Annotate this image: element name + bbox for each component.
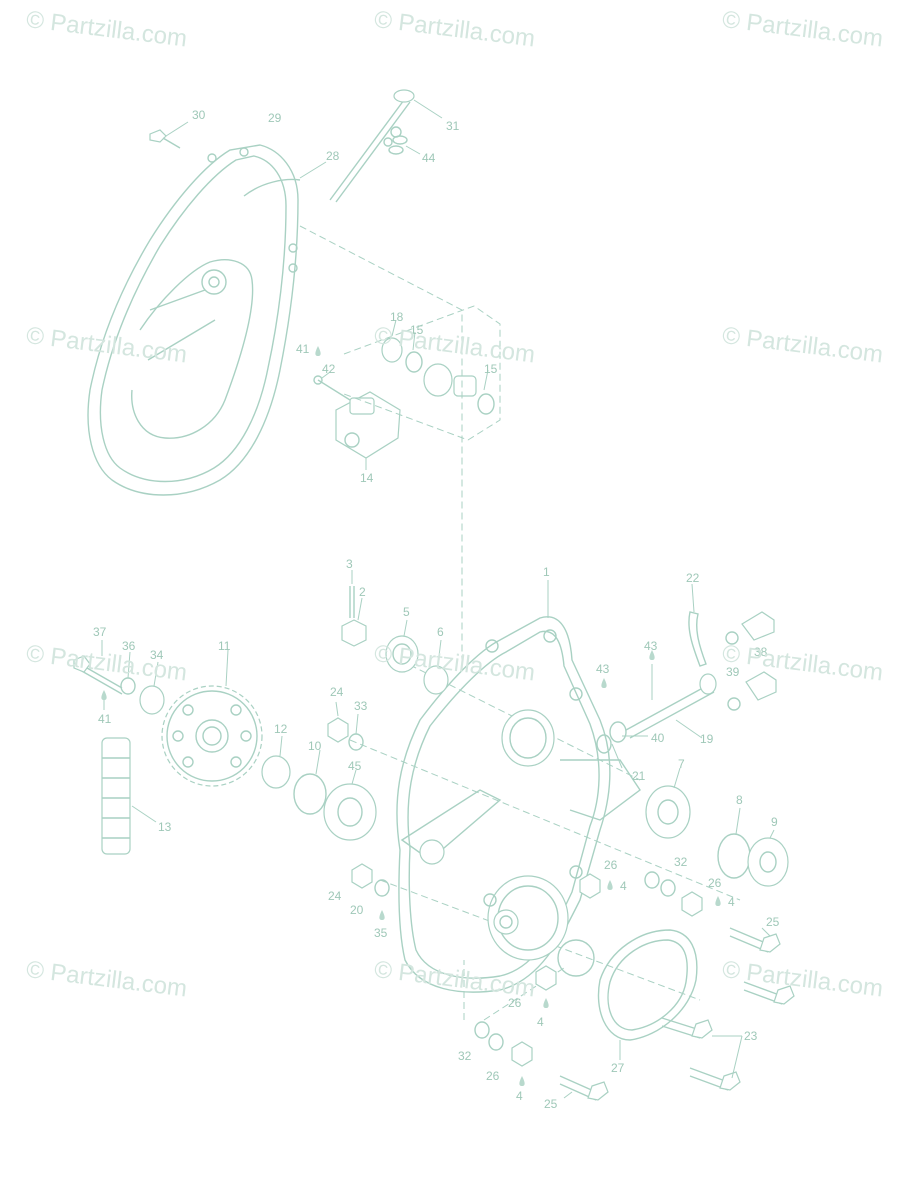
- label-13: 13: [158, 820, 172, 834]
- label-7: 7: [678, 757, 685, 771]
- label-43b: 43: [596, 662, 610, 676]
- label-12: 12: [274, 722, 288, 736]
- label-4b: 4: [728, 895, 735, 909]
- lower-fasteners: [351, 863, 795, 1101]
- label-32a: 32: [674, 855, 688, 869]
- label-15b: 15: [484, 362, 498, 376]
- label-22: 22: [686, 571, 700, 585]
- label-11: 11: [218, 639, 231, 653]
- label-37: 37: [93, 625, 107, 639]
- drive-chain: [101, 737, 157, 855]
- label-26b: 26: [708, 876, 722, 890]
- tension-rod: [299, 89, 443, 203]
- right-bolt-parts: [596, 583, 777, 769]
- label-42: 42: [322, 362, 336, 376]
- label-9: 9: [771, 815, 778, 829]
- label-26c: 26: [508, 996, 522, 1010]
- label-45: 45: [348, 759, 362, 773]
- label-4a: 4: [620, 879, 627, 893]
- label-8: 8: [736, 793, 743, 807]
- label-25a: 25: [766, 915, 780, 929]
- upper-shaft-parts: [341, 570, 549, 695]
- label-4d: 4: [516, 1089, 523, 1103]
- chaincase-housing: [396, 616, 641, 993]
- label-10: 10: [308, 739, 322, 753]
- label-26d: 26: [486, 1069, 500, 1083]
- label-18: 18: [390, 310, 404, 324]
- label-1: 1: [543, 565, 550, 579]
- part-number-labels: 30 29 31 28 44 18 15 41 42 15 14 3 1 22 …: [93, 108, 780, 1111]
- label-36: 36: [122, 639, 136, 653]
- label-40: 40: [651, 731, 665, 745]
- label-26a: 26: [604, 858, 618, 872]
- label-41a: 41: [296, 342, 310, 356]
- label-32b: 32: [458, 1049, 472, 1063]
- label-3: 3: [346, 557, 353, 571]
- label-24b: 24: [328, 889, 342, 903]
- label-43a: 43: [644, 639, 658, 653]
- label-19: 19: [700, 732, 714, 746]
- label-39: 39: [726, 665, 740, 679]
- label-28: 28: [326, 149, 340, 163]
- tensioner-assembly: [313, 319, 495, 470]
- label-24a: 24: [330, 685, 344, 699]
- label-14: 14: [360, 471, 374, 485]
- chaincase-cover: [87, 144, 301, 496]
- label-6: 6: [437, 625, 444, 639]
- label-33: 33: [354, 699, 368, 713]
- label-25b: 25: [544, 1097, 558, 1111]
- right-bearing-parts: [645, 767, 789, 887]
- label-27: 27: [611, 1061, 625, 1075]
- label-44: 44: [422, 151, 436, 165]
- label-31: 31: [446, 119, 460, 133]
- label-41b: 41: [98, 712, 112, 726]
- label-23: 23: [744, 1029, 758, 1043]
- label-38: 38: [754, 645, 768, 659]
- label-30: 30: [192, 108, 206, 122]
- label-21: 21: [632, 769, 646, 783]
- label-34: 34: [150, 648, 164, 662]
- label-20: 20: [350, 903, 364, 917]
- label-15a: 15: [410, 323, 424, 337]
- label-29: 29: [268, 111, 282, 125]
- label-4c: 4: [537, 1015, 544, 1029]
- label-5: 5: [403, 605, 410, 619]
- bolt-30: [149, 121, 189, 149]
- label-35: 35: [374, 926, 388, 940]
- sprocket-assembly: [73, 640, 377, 841]
- label-2: 2: [359, 585, 366, 599]
